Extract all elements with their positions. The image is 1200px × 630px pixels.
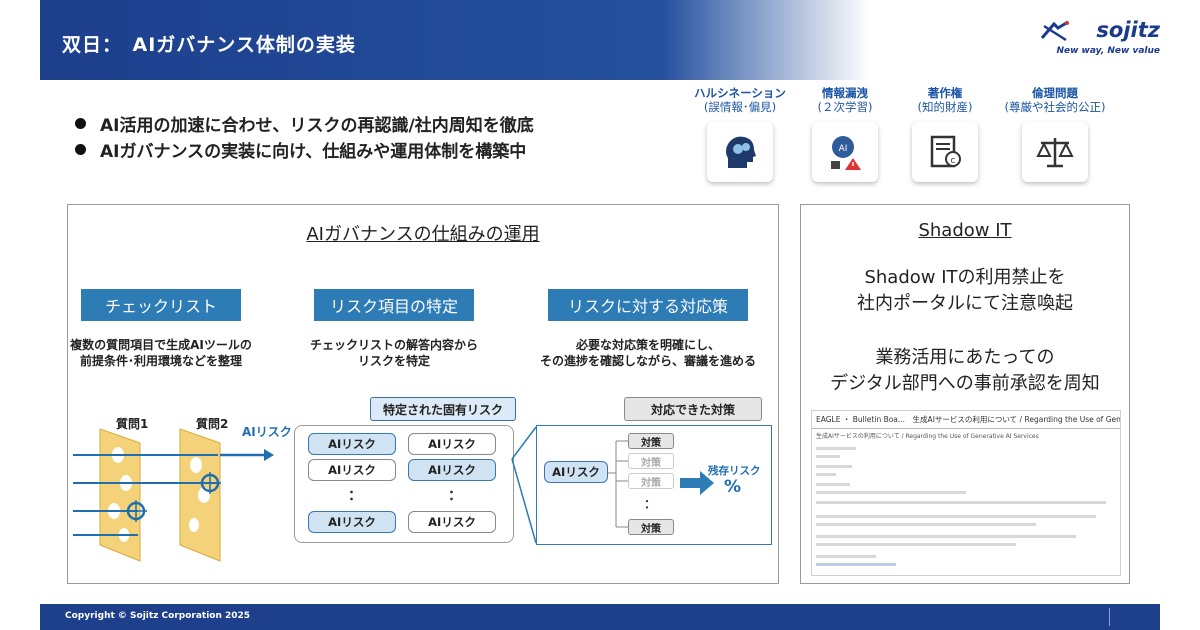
step-risk-desc: チェックリストの解答内容から リスクを特定 (309, 338, 478, 368)
portal-text-line (816, 483, 850, 486)
step-countermeasures: リスクに対する対応策 (548, 289, 748, 321)
measure-done: 対策 (628, 519, 674, 535)
risk-hallucination: ハルシネーション (誤情報･偏見) (685, 86, 795, 182)
risk-title: 倫理問題 (1032, 86, 1078, 100)
residual-risk-label: 残存リスク (708, 465, 761, 477)
risk-cell: AIリスク (408, 459, 496, 481)
question-cards-illustration (73, 428, 274, 562)
page-title: 双日： AIガバナンス体制の実装 (62, 34, 356, 56)
risk-cell: AIリスク (308, 511, 396, 533)
bullet-item: AIガバナンスの実装に向け、仕組みや運用体制を構築中 (75, 136, 534, 162)
portal-text-line (816, 555, 876, 558)
risk-subtitle: (誤情報･偏見) (703, 100, 777, 114)
risk-grid-box (294, 425, 514, 543)
risk-cell: AIリスク (308, 433, 396, 455)
portal-text-line (816, 515, 1096, 518)
ellipsis: ： (644, 497, 657, 511)
bullet-text: AI活用の加速に合わせ、リスクの再認識/社内周知を徹底 (100, 115, 534, 136)
risk-title: ハルシネーション (694, 86, 786, 100)
shadow-it-notice: Shadow ITの利用禁止を 社内ポータルにて注意喚起 (857, 267, 1073, 314)
risk-title: 著作権 (927, 86, 963, 100)
risk-icon-box: c (912, 122, 978, 182)
risk-cell: AIリスク (308, 459, 396, 481)
logo-mark-icon (1040, 20, 1069, 42)
step-checklist-desc: 複数の質問項目で生成AIツールの 前提条件･利用環境などを整理 (70, 338, 252, 368)
risk-cell: AIリスク (408, 511, 496, 533)
sojitz-logo: sojitz New way, New value (1040, 18, 1160, 62)
right-arrow-icon (680, 471, 714, 495)
identified-risks-tag: 特定された固有リスク (370, 397, 516, 421)
bullet-dot-icon (75, 143, 86, 155)
risk-subtitle: (尊厳や社会的公正) (1004, 100, 1106, 114)
shadow-it-title: Shadow IT (918, 220, 1012, 241)
governance-panel: AIガバナンスの仕組みの運用 チェックリスト リスク項目の特定 リスクに対する対… (67, 204, 779, 584)
copyright-text: Copyright © Sojitz Corporation 2025 (65, 611, 251, 621)
portal-text-line (816, 465, 852, 468)
measure-tree-lines (608, 440, 628, 528)
footer-divider (1109, 608, 1110, 626)
portal-subtitle: 生成AIサービスの利用について / Regarding the Use of G… (816, 433, 1039, 440)
shadow-it-panel: Shadow IT Shadow ITの利用禁止を 社内ポータルにて注意喚起 業… (800, 204, 1130, 584)
connector-lines (511, 426, 537, 544)
step-checklist: チェックリスト (81, 289, 241, 321)
ellipsis: ： (348, 488, 362, 504)
portal-text-line (816, 543, 1016, 546)
question-1-label: 質問1 (116, 417, 149, 431)
bullet-item: AI活用の加速に合わせ、リスクの再認識/社内周知を徹底 (75, 110, 534, 136)
portal-screenshot: EAGLE ・ Bulletin Boa... 生成AIサービスの利用について … (811, 410, 1121, 576)
measure-ai-risk: AIリスク (544, 461, 608, 483)
portal-text-line (816, 447, 856, 450)
portal-text-line (816, 523, 1036, 526)
logo-tagline: New way, New value (1056, 46, 1160, 56)
step-risk-identification: リスク項目の特定 (314, 289, 474, 321)
risk-cell: AIリスク (408, 433, 496, 455)
measures-box (536, 425, 772, 545)
shadow-it-approval: 業務活用にあたっての デジタル部門への事前承認を周知 (830, 347, 1100, 394)
risk-subtitle: (知的財産) (917, 100, 973, 114)
portal-text-line (816, 491, 966, 494)
risk-ethics: 倫理問題 (尊厳や社会的公正) (1000, 86, 1110, 182)
bullet-dot-icon (75, 117, 86, 129)
step-measures-desc: 必要な対応策を明確にし、 その進捗を確認しながら、審議を進める (539, 338, 756, 368)
risk-title: 情報漏洩 (822, 86, 868, 100)
bullet-text: AIガバナンスの実装に向け、仕組みや運用体制を構築中 (100, 141, 527, 162)
summary-bullets: AI活用の加速に合わせ、リスクの再認識/社内周知を徹底 AIガバナンスの実装に向… (75, 110, 534, 162)
risk-copyright: 著作権 (知的財産) c (890, 86, 1000, 182)
risk-subtitle: (２次学習) (817, 100, 873, 114)
handled-measures-tag: 対応できた対策 (624, 397, 762, 421)
header-bar: 双日： AIガバナンス体制の実装 (40, 0, 870, 80)
ellipsis: ： (448, 488, 462, 504)
measure-pending: 対策 (628, 453, 674, 469)
governance-title: AIガバナンスの仕組みの運用 (306, 224, 540, 245)
risk-data-leak: 情報漏洩 (２次学習) AI (790, 86, 900, 182)
logo-wordmark: sojitz (1096, 18, 1160, 42)
portal-text-line (816, 501, 1106, 504)
portal-text-line (816, 455, 840, 458)
measure-pending: 対策 (628, 473, 674, 489)
svg-text:AI: AI (839, 144, 848, 154)
portal-text-line (816, 473, 836, 476)
risk-icon-box: AI (812, 122, 878, 182)
risk-icon-box (707, 122, 773, 182)
portal-text-line (816, 563, 896, 566)
footer-bar: Copyright © Sojitz Corporation 2025 (40, 604, 1160, 630)
risk-icon-box (1022, 122, 1088, 182)
document-copyright-icon: c (930, 135, 961, 168)
measure-done: 対策 (628, 433, 674, 449)
brain-head-icon (726, 136, 756, 168)
ai-risk-arrow-label: AIリスク (242, 425, 292, 439)
ai-brain-warning-icon: AI (831, 136, 861, 170)
scales-icon (1036, 138, 1074, 168)
residual-risk-value: % (724, 477, 742, 497)
question-2-label: 質問2 (196, 417, 229, 431)
portal-header: EAGLE ・ Bulletin Boa... 生成AIサービスの利用について … (812, 411, 1120, 429)
svg-text:c: c (951, 156, 956, 166)
portal-text-line (816, 535, 1076, 538)
